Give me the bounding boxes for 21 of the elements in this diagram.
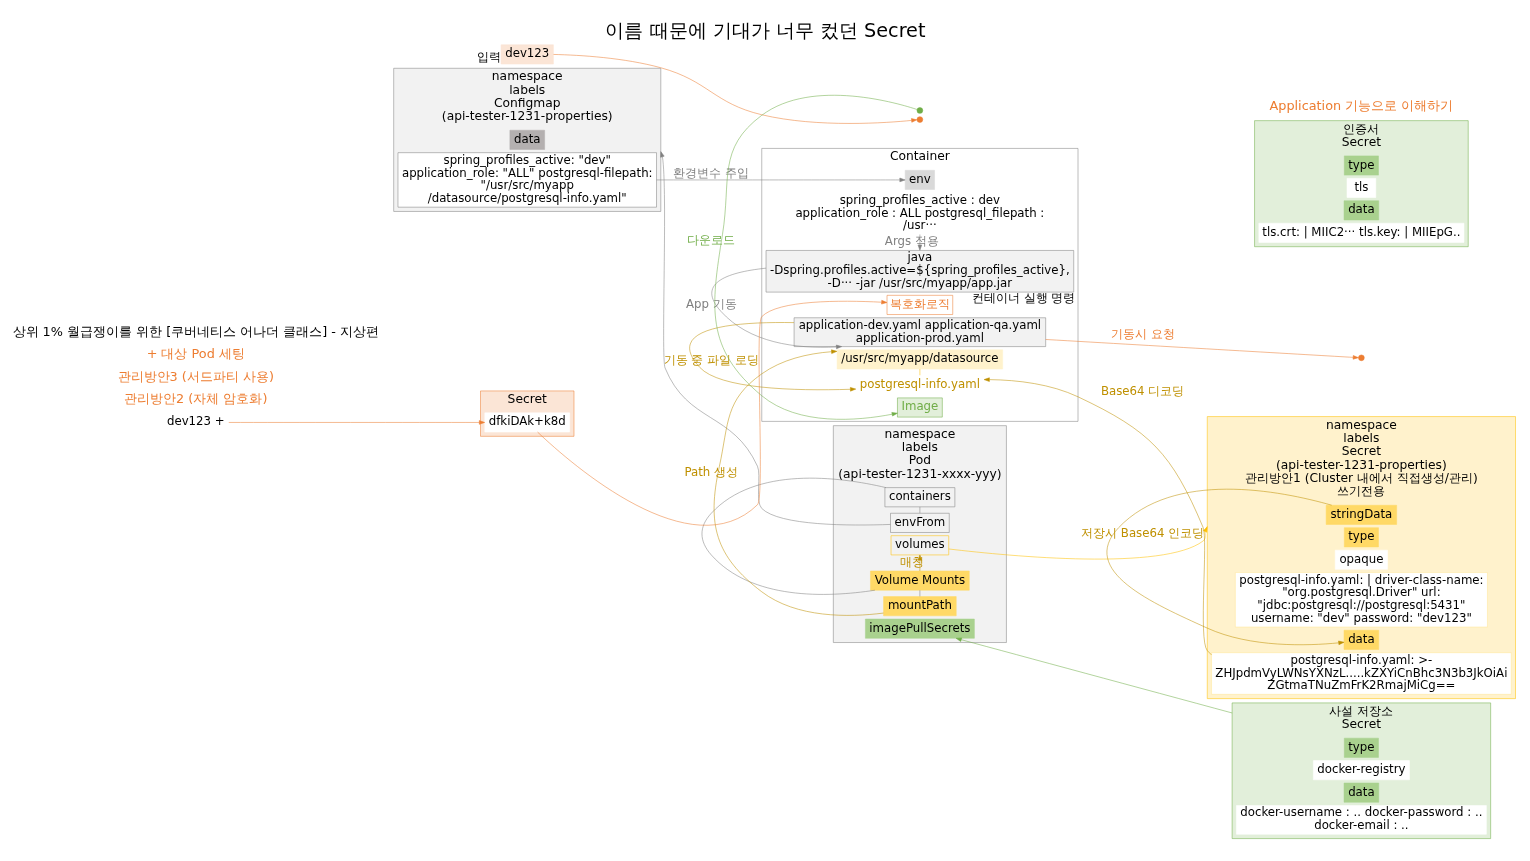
node-label: 컨테이너 실행 명령	[971, 290, 1075, 305]
edge-label: 저장시 Base64 인코딩	[1080, 525, 1204, 540]
label: + 대상 Pod 세팅	[146, 345, 245, 361]
edge-label: 기동 중 파일 로딩	[663, 352, 759, 367]
node-text: spring_profiles_active : dev application_role : ALL postgresql_filepath : /usr···	[794, 192, 1044, 232]
edge-label: 다운로드	[686, 232, 735, 247]
edge-label: Base64 디코딩	[1100, 383, 1184, 398]
edge-label: Path 생성	[684, 464, 738, 479]
node-text: postgresql-info.yaml	[859, 376, 980, 391]
edge-label: App 기동	[685, 296, 737, 311]
diagram-title: 이름 때문에 기대가 너무 컸던 Secret	[605, 18, 925, 42]
node-label: 입력	[476, 49, 501, 64]
edge-label: 기동시 요청	[1110, 326, 1175, 341]
edge-label: 환경변수 주입	[672, 165, 749, 180]
edge-label: 매칭	[899, 554, 924, 569]
caption: 상위 1% 월급쟁이를 위한 [쿠버네티스 어나더 클래스] - 지상편	[12, 323, 379, 339]
label: 관리방안2 (자체 암호화)	[123, 390, 267, 406]
label: 관리방안3 (서드파티 사용)	[117, 368, 274, 384]
edge-label: Args 적용	[884, 233, 939, 248]
label: Application 기능으로 이해하기	[1269, 97, 1453, 113]
node-text: dev123 +	[166, 413, 225, 428]
